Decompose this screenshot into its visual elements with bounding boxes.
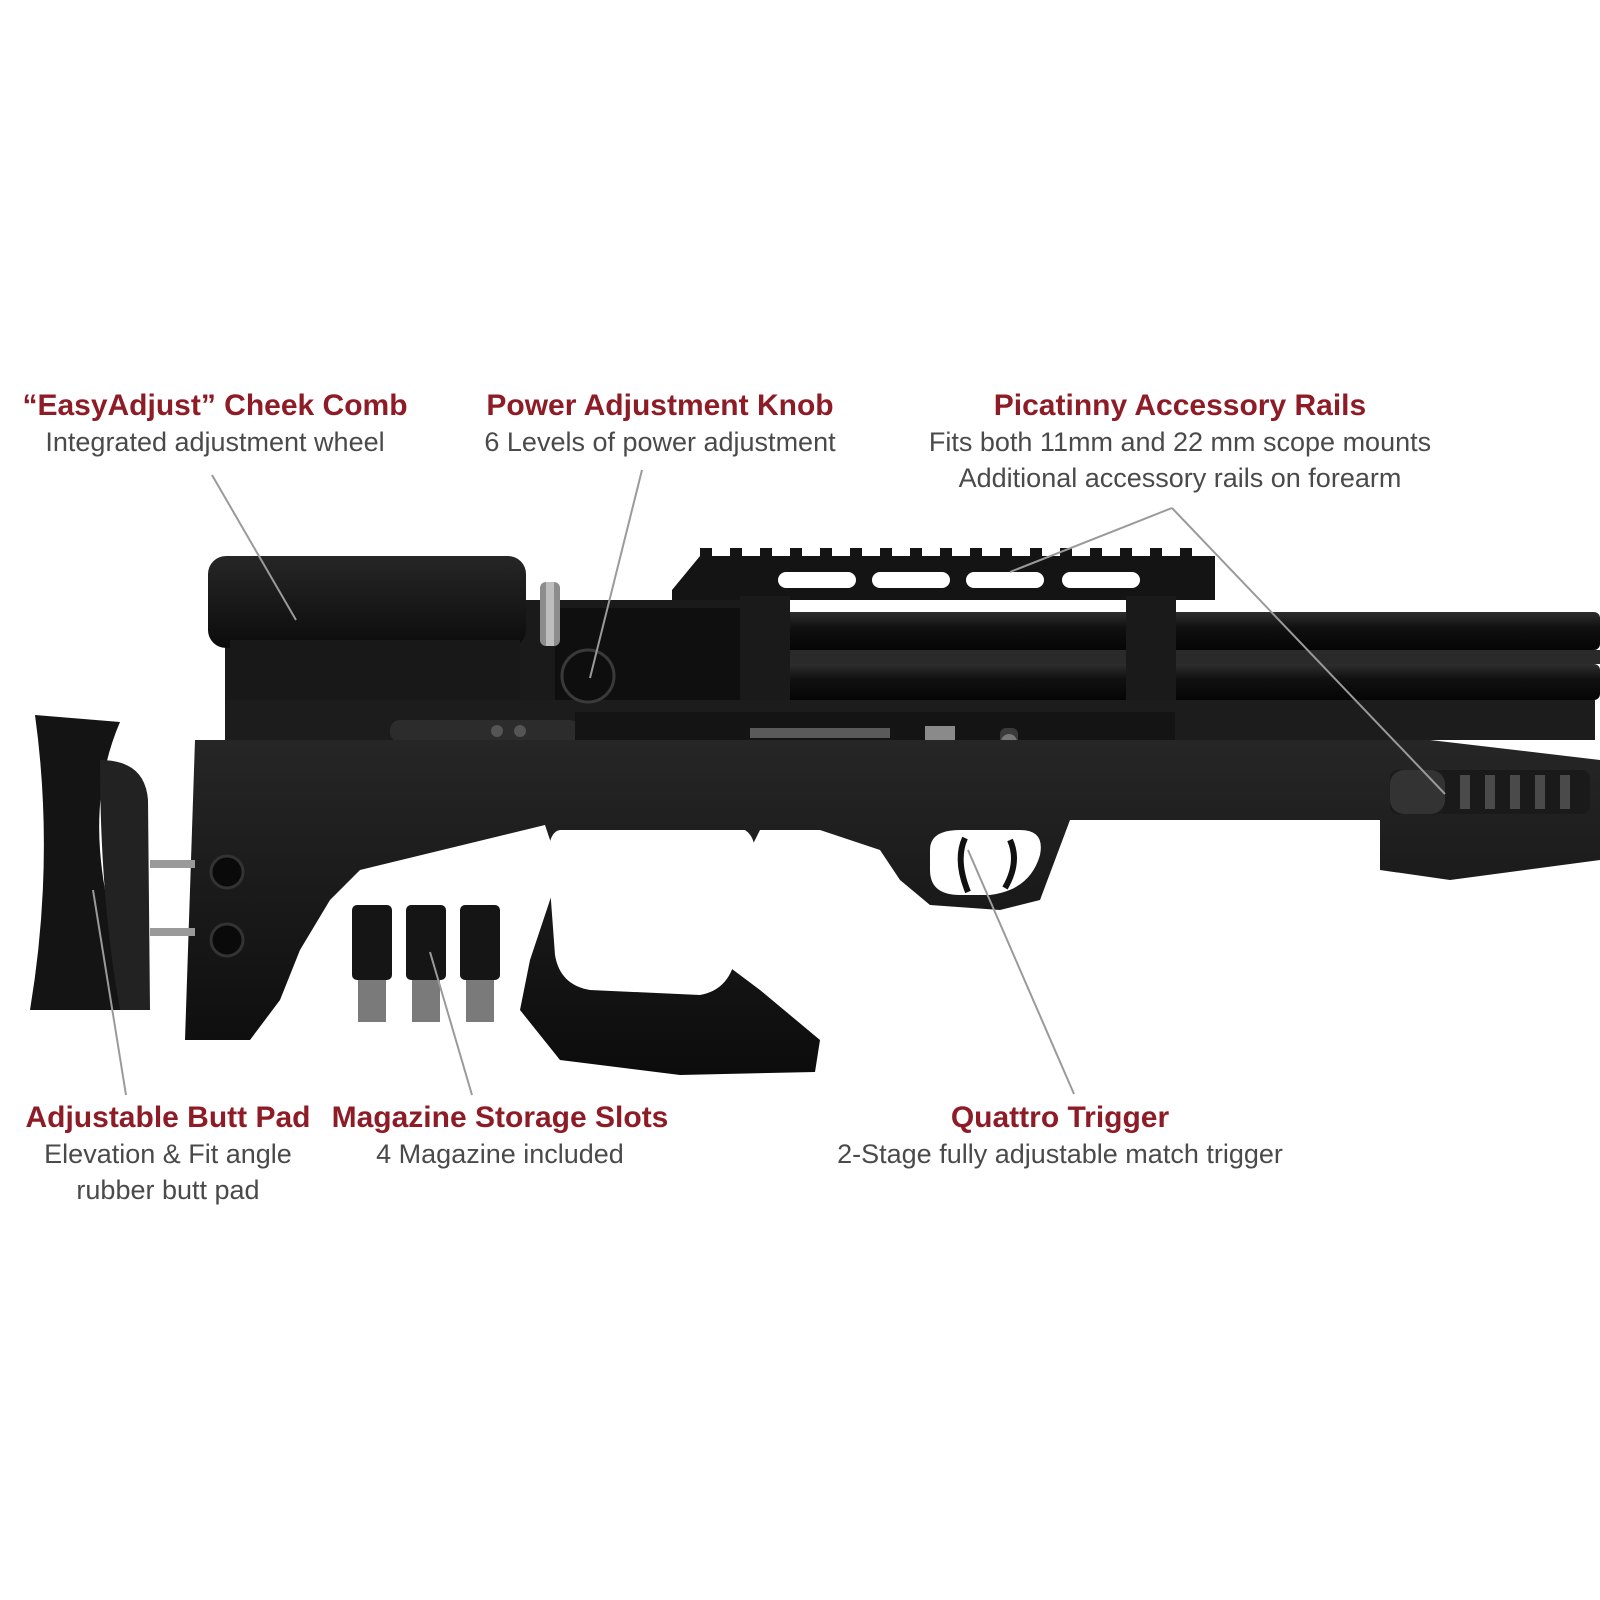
callout-power-knob: Power Adjustment Knob 6 Levels of power … [470,388,850,460]
callout-description: Elevation & Fit angle [44,1139,292,1169]
callout-cheek-comb: “EasyAdjust” Cheek Comb Integrated adjus… [20,388,410,460]
callout-title: Power Adjustment Knob [486,389,834,422]
callout-description: 4 Magazine included [376,1139,624,1169]
callout-butt-pad: Adjustable Butt Pad Elevation & Fit angl… [18,1100,318,1208]
callout-description: 6 Levels of power adjustment [484,427,836,457]
callout-description: 2-Stage fully adjustable match trigger [837,1139,1283,1169]
magazines [352,905,500,1022]
callout-quattro-trigger: Quattro Trigger 2-Stage fully adjustable… [820,1100,1300,1172]
callout-title: “EasyAdjust” Cheek Comb [22,389,408,422]
callout-title: Magazine Storage Slots [331,1101,669,1134]
cheek-comb [208,556,526,700]
butt-pad [30,715,195,1010]
callout-title: Quattro Trigger [950,1101,1170,1134]
callout-picatinny-rails: Picatinny Accessory Rails Fits both 11mm… [900,388,1460,496]
callout-description: Additional accessory rails on forearm [958,463,1402,493]
stock [185,740,1600,1075]
callout-description: rubber butt pad [76,1175,260,1205]
callout-description: Fits both 11mm and 22 mm scope mounts [928,427,1432,457]
callout-magazine-slots: Magazine Storage Slots 4 Magazine includ… [330,1100,670,1172]
barrel [780,612,1600,700]
callout-description: Integrated adjustment wheel [45,427,385,457]
leader-lines [92,469,1446,1096]
callout-title: Picatinny Accessory Rails [993,389,1367,422]
callout-title: Adjustable Butt Pad [25,1101,311,1134]
power-adjustment-knob [540,582,616,704]
picatinny-rail [672,548,1215,736]
